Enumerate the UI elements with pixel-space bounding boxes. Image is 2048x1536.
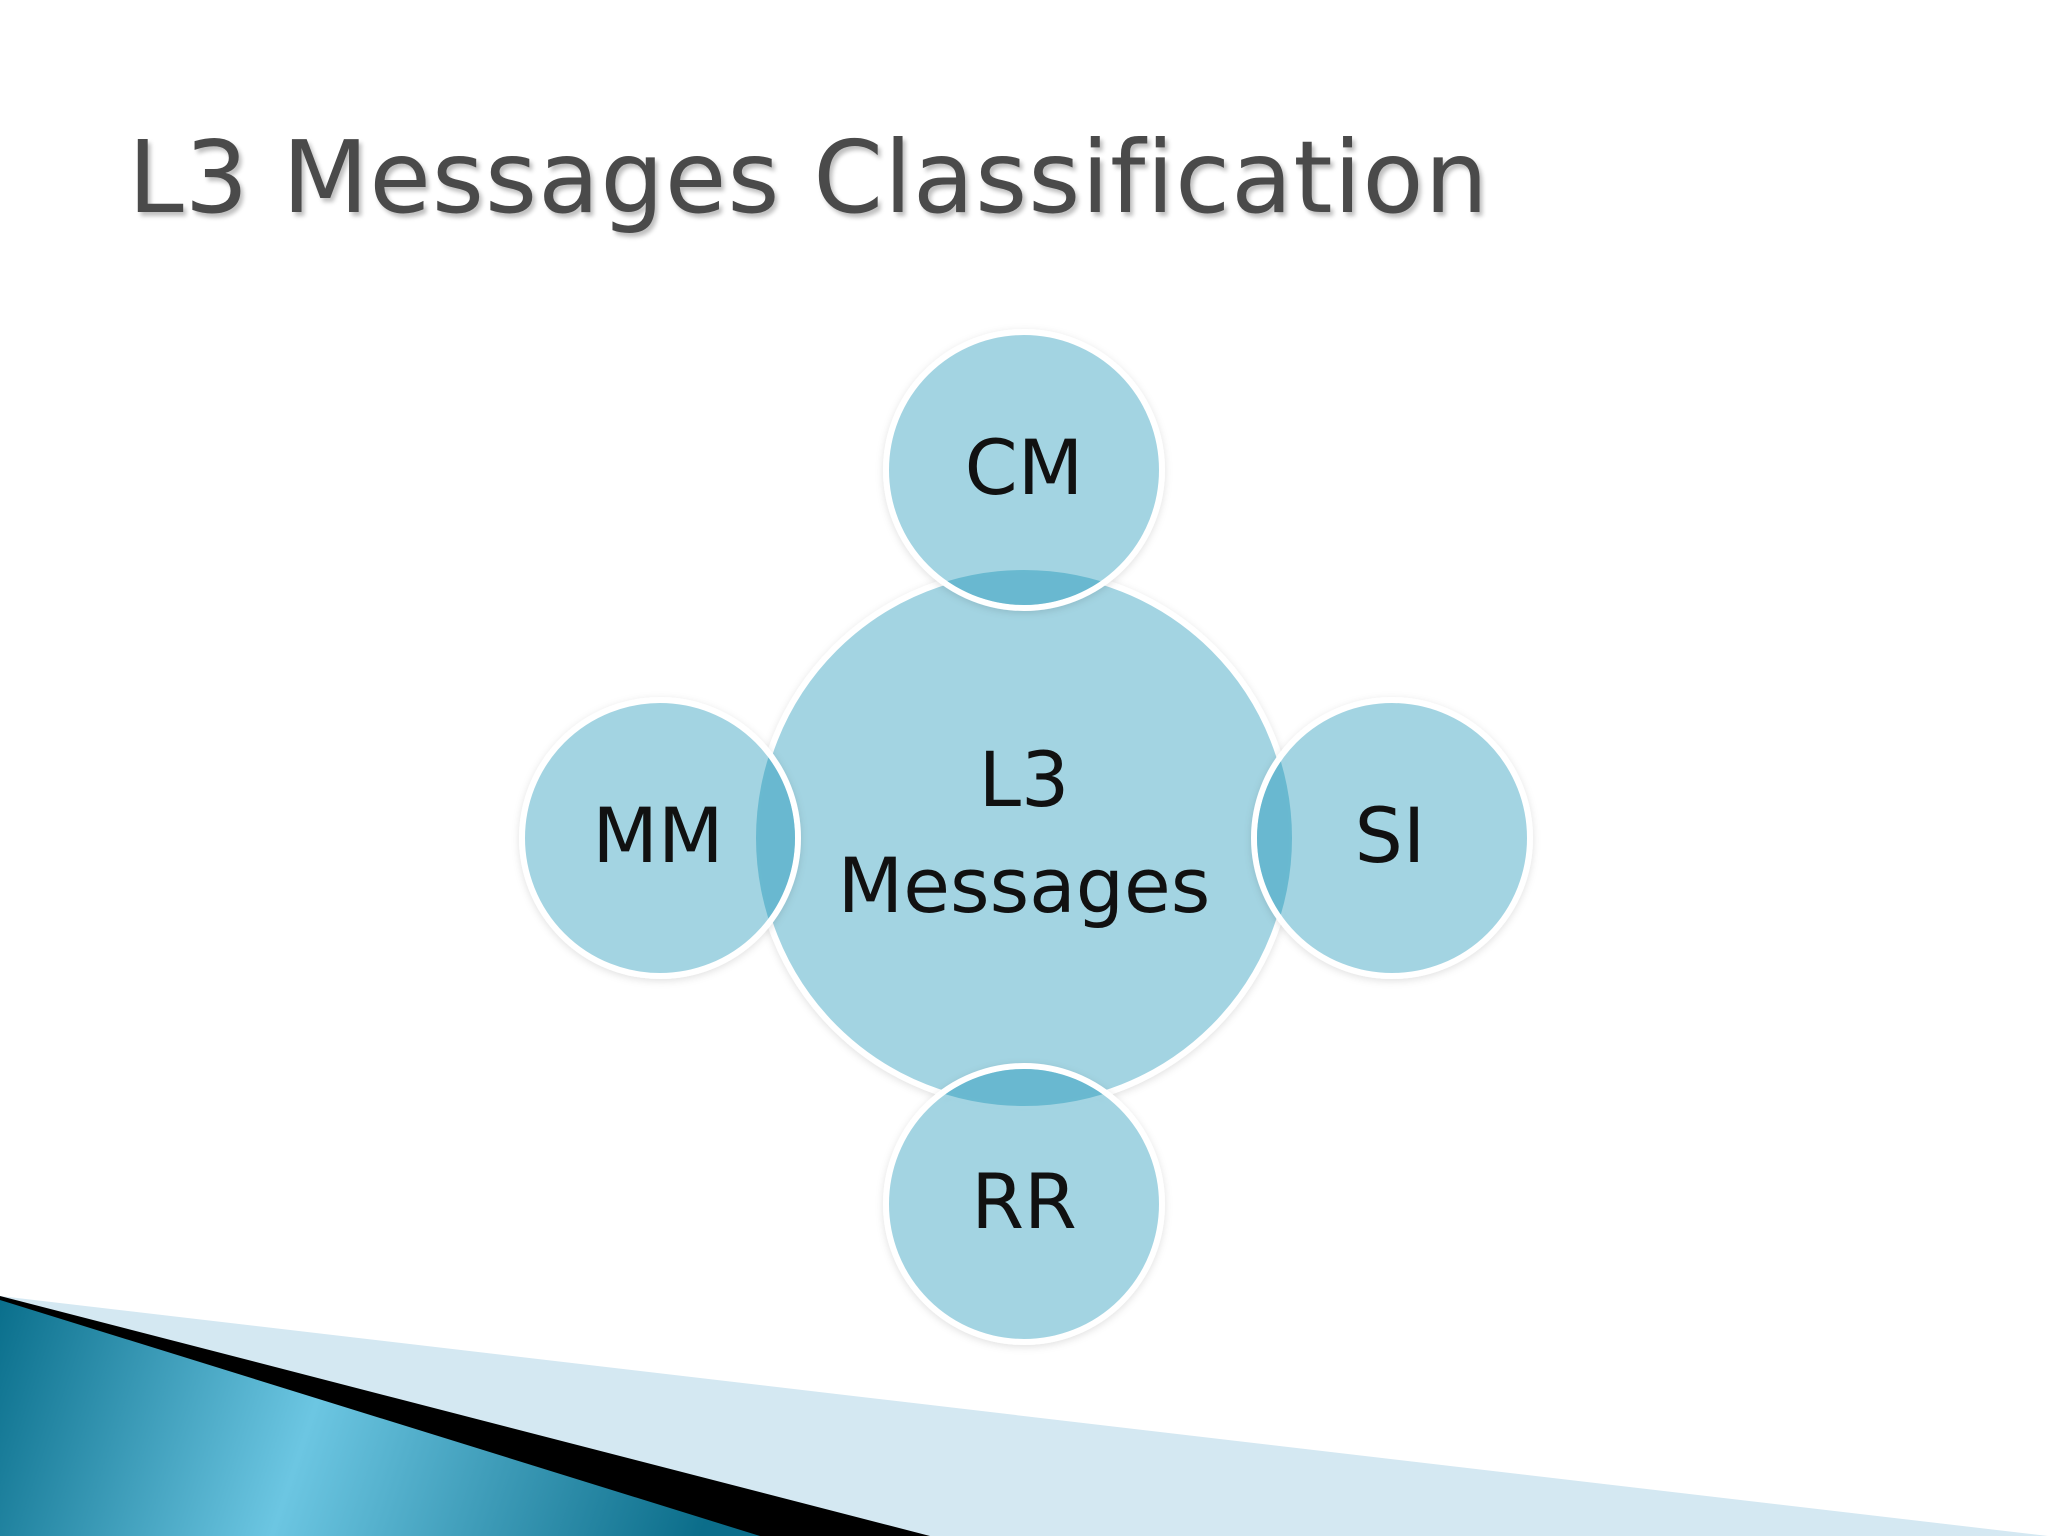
- node-label-left: MM: [592, 791, 723, 880]
- wedge-blue-band: [0, 1300, 760, 1536]
- center-label-line2: Messages: [838, 841, 1211, 930]
- node-label-bottom: RR: [971, 1157, 1077, 1246]
- node-label-right: SI: [1355, 791, 1426, 880]
- center-label-line1: L3: [979, 735, 1070, 824]
- slide-title: L3 Messages Classification: [128, 119, 1489, 236]
- node-label-top: CM: [965, 423, 1084, 512]
